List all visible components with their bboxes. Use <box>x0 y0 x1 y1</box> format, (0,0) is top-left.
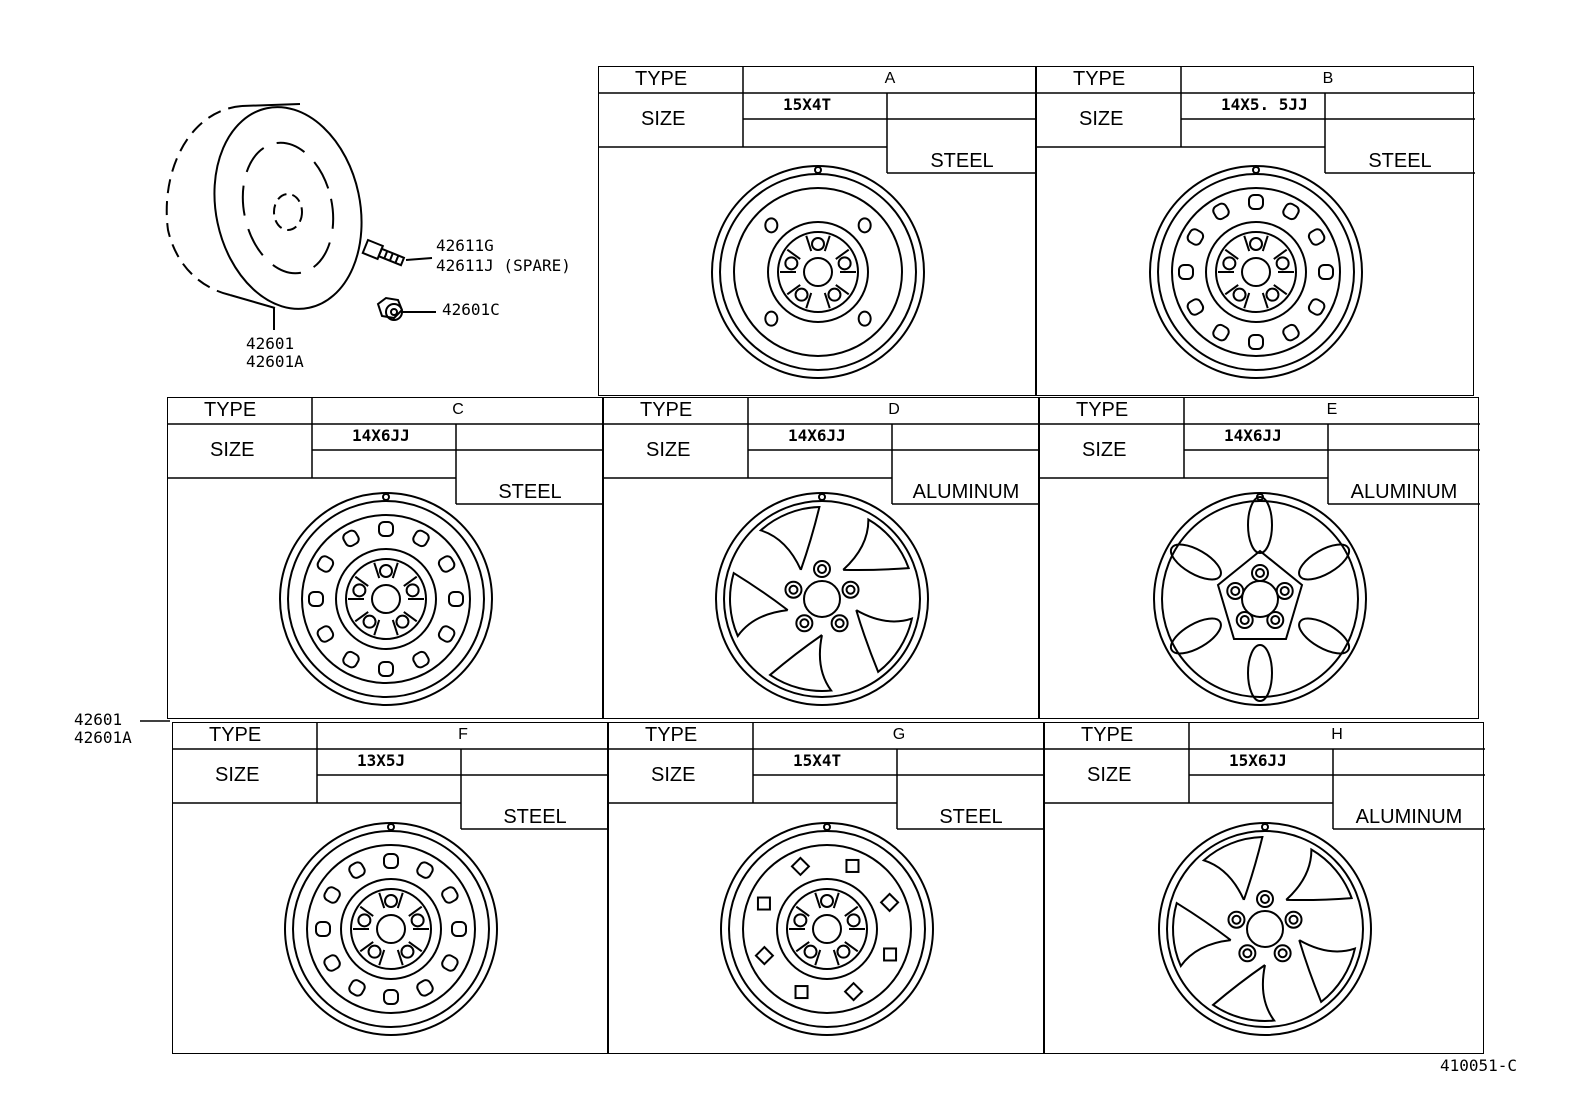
wheel-perspective-drawing <box>165 103 436 330</box>
callout-bolt-line1: 42611G <box>436 236 494 255</box>
title-block-lines <box>173 723 609 830</box>
size-label: SIZE <box>641 108 686 130</box>
wheel-panel-e: TYPE E SIZE 14X6JJ ALUMINUM <box>1039 397 1480 719</box>
type-label: TYPE <box>645 724 698 746</box>
callout-nut: 42601C <box>442 300 500 319</box>
title-block-lines <box>604 398 1040 505</box>
wheel-drawing-h <box>1155 819 1375 1039</box>
size-label: SIZE <box>215 764 260 786</box>
wheel-panel-a: TYPE A SIZE 15X4T STEEL <box>598 66 1037 396</box>
size-value: 15X6JJ <box>1229 751 1287 770</box>
title-block-lines <box>168 398 604 505</box>
size-label: SIZE <box>651 764 696 786</box>
type-label: TYPE <box>1076 399 1129 421</box>
title-block-lines <box>1045 723 1485 830</box>
size-value: 14X6JJ <box>352 426 410 445</box>
grid-callout-line1: 42601 <box>74 710 123 729</box>
type-value: G <box>892 726 906 743</box>
size-label: SIZE <box>1087 764 1132 786</box>
wheel-drawing-d <box>712 489 932 709</box>
size-value: 14X5. 5JJ <box>1221 95 1308 114</box>
type-value: A <box>884 70 896 87</box>
size-value: 13X5J <box>357 751 406 770</box>
size-value: 14X6JJ <box>788 426 846 445</box>
material-value: STEEL <box>930 150 994 172</box>
type-label: TYPE <box>1073 68 1126 90</box>
callout-bolt-line2: 42611J (SPARE) <box>436 256 571 275</box>
wheel-drawing-f <box>281 819 501 1039</box>
callout-wheel-line1: 42601 <box>246 334 295 353</box>
material-value: STEEL <box>1368 150 1432 172</box>
size-label: SIZE <box>1082 439 1127 461</box>
type-value: E <box>1326 401 1338 418</box>
wheel-panel-h: TYPE H SIZE 15X6JJ ALUMINUM <box>1044 722 1485 1054</box>
wheel-panel-g: TYPE G SIZE 15X4T STEEL <box>608 722 1045 1054</box>
wheel-drawing-e <box>1150 489 1370 709</box>
wheel-drawing-a <box>708 162 928 382</box>
type-label: TYPE <box>635 68 688 90</box>
material-value: ALUMINUM <box>912 481 1020 503</box>
callout-wheel-line2: 42601A <box>246 352 304 371</box>
title-block-lines <box>609 723 1045 830</box>
size-label: SIZE <box>1079 108 1124 130</box>
material-value: STEEL <box>498 481 562 503</box>
type-value: B <box>1322 70 1334 87</box>
wheel-panel-f: TYPE F SIZE 13X5J STEEL <box>172 722 609 1054</box>
type-label: TYPE <box>1081 724 1134 746</box>
material-value: STEEL <box>939 806 1003 828</box>
wheel-panel-c: TYPE C SIZE 14X6JJ STEEL <box>167 397 604 719</box>
title-block-lines <box>1037 67 1475 174</box>
wheel-drawing-c <box>276 489 496 709</box>
size-label: SIZE <box>210 439 255 461</box>
wheel-panel-b: TYPE B SIZE 14X5. 5JJ STEEL <box>1036 66 1475 396</box>
title-block-lines <box>1040 398 1480 505</box>
overview-illustration <box>150 90 600 390</box>
size-value: 15X4T <box>783 95 832 114</box>
material-value: STEEL <box>503 806 567 828</box>
grid-callout-line2: 42601A <box>74 728 132 747</box>
type-value: D <box>888 401 900 418</box>
material-value: ALUMINUM <box>1350 481 1458 503</box>
type-value: F <box>458 726 468 743</box>
size-value: 14X6JJ <box>1224 426 1282 445</box>
type-value: H <box>1331 726 1343 743</box>
type-label: TYPE <box>204 399 257 421</box>
type-value: C <box>452 401 464 418</box>
grid-callout-leader <box>140 720 170 722</box>
type-label: TYPE <box>640 399 693 421</box>
diagram-id: 410051-C <box>1440 1056 1518 1075</box>
size-value: 15X4T <box>793 751 842 770</box>
size-label: SIZE <box>646 439 691 461</box>
wheel-drawing-b <box>1146 162 1366 382</box>
wheel-drawing-g <box>717 819 937 1039</box>
title-block-lines <box>599 67 1037 174</box>
wheel-panel-d: TYPE D SIZE 14X6JJ ALUMINUM <box>603 397 1040 719</box>
material-value: ALUMINUM <box>1355 806 1463 828</box>
type-label: TYPE <box>209 724 262 746</box>
